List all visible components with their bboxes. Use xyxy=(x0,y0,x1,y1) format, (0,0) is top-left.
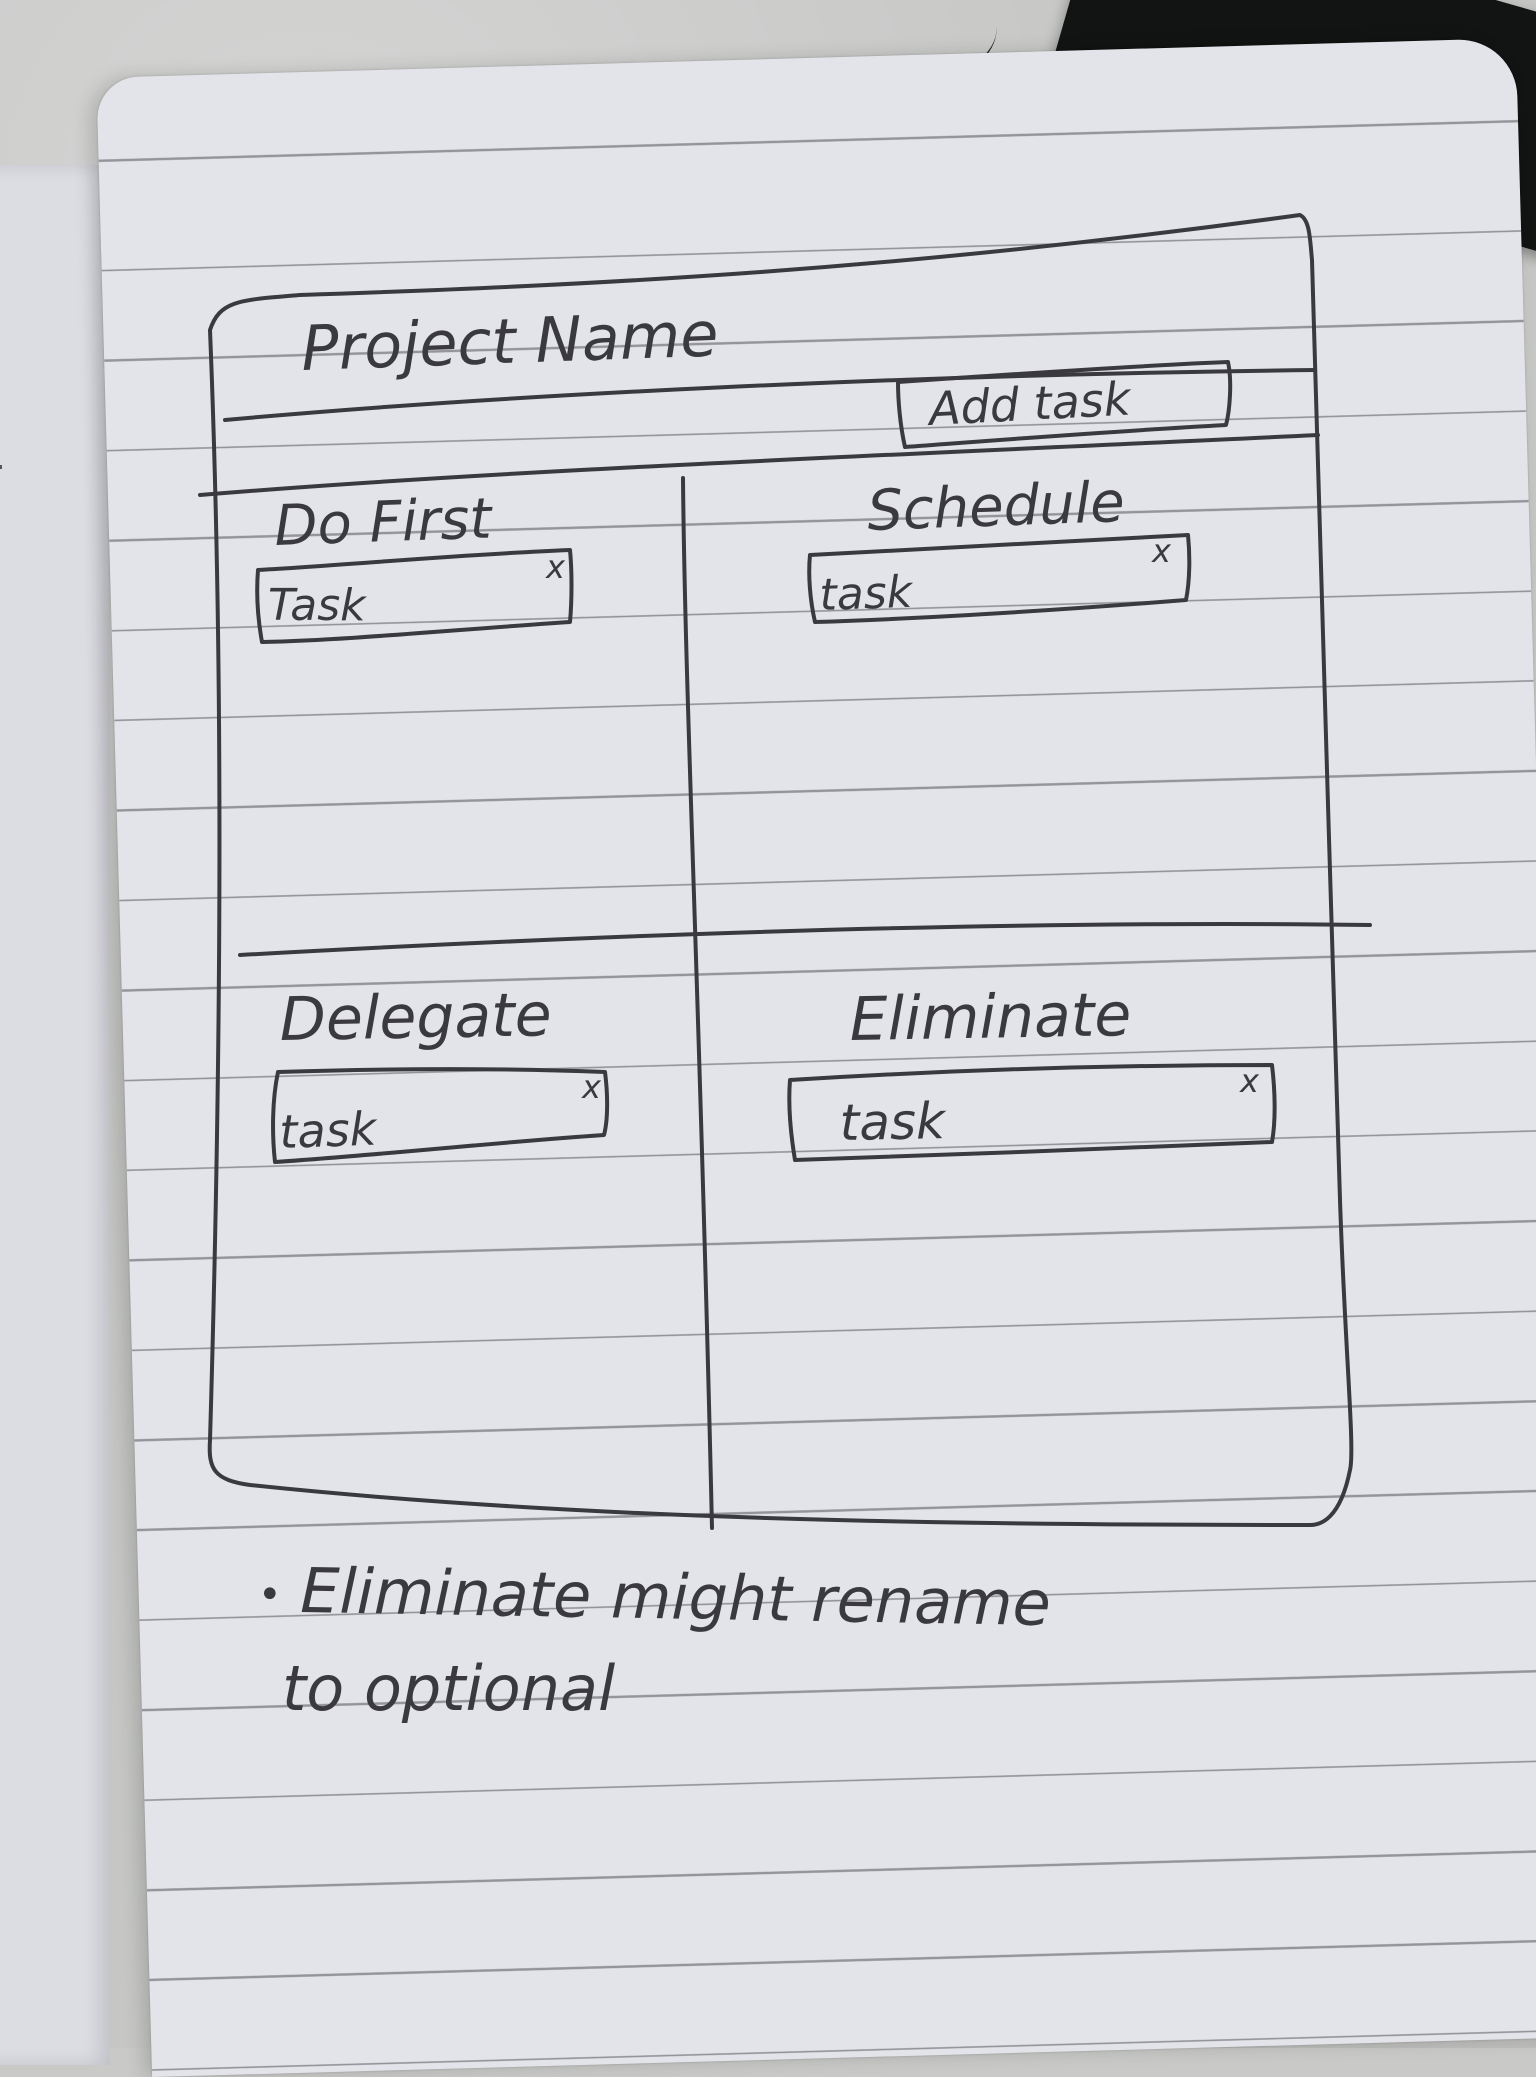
task-label-delegate: task xyxy=(278,1102,379,1159)
task-box-delegate xyxy=(271,1067,610,1164)
task-label-do-first: Task xyxy=(268,580,367,631)
add-task-button-label[interactable]: Add task xyxy=(925,371,1134,436)
task-box-do-first xyxy=(255,548,574,644)
quadrant-label-do-first: Do First xyxy=(273,486,494,559)
remove-task-icon-eliminate[interactable]: x xyxy=(1239,1062,1260,1100)
quadrant-label-schedule: Schedule xyxy=(866,470,1125,544)
project-name-title: Project Name xyxy=(300,297,719,385)
quadrant-label-delegate: Delegate xyxy=(279,980,552,1055)
note-line-2: to optional xyxy=(282,1652,615,1725)
task-box-schedule xyxy=(807,533,1192,624)
remove-task-icon-delegate[interactable]: x xyxy=(581,1068,602,1106)
header-divider xyxy=(223,368,1317,422)
note-line-1: Eliminate might rename xyxy=(300,1554,1052,1640)
task-box-eliminate xyxy=(787,1063,1277,1162)
quadrant-middle-line xyxy=(238,922,1372,957)
quadrant-label-eliminate: Eliminate xyxy=(849,980,1132,1055)
remove-task-icon-do-first[interactable]: x xyxy=(545,548,566,586)
remove-task-icon-schedule[interactable]: x xyxy=(1151,532,1172,570)
app-frame xyxy=(207,213,1354,1527)
task-label-eliminate: task xyxy=(839,1092,947,1152)
note-bullet: • xyxy=(258,1572,282,1618)
add-task-button-outline xyxy=(896,360,1233,449)
left-notebook-page xyxy=(0,165,110,2065)
task-label-schedule: task xyxy=(819,567,915,621)
quadrant-vertical-line xyxy=(681,476,714,1530)
quadrant-top-line xyxy=(198,433,1320,497)
